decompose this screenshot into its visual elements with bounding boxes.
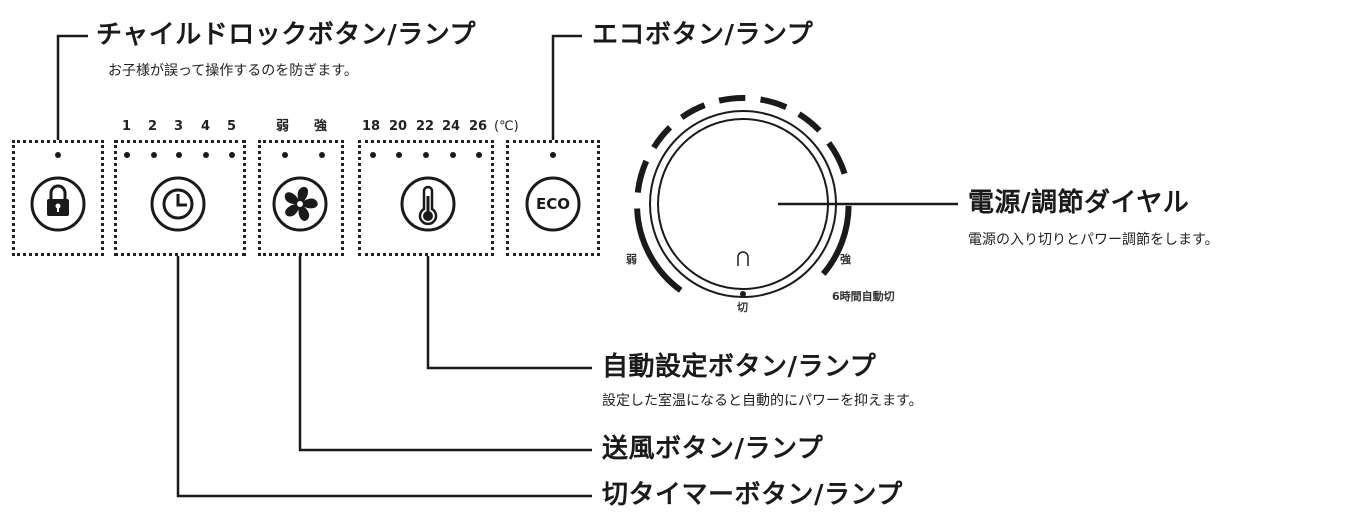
lamp-temp-24 [450,152,456,158]
thermometer-icon [418,185,438,226]
off-timer-button[interactable] [150,176,206,232]
fan-button[interactable] [272,176,328,232]
lamp-temp-20 [396,152,402,158]
lamp-child-lock [55,152,61,158]
child-lock-button[interactable] [30,176,86,232]
fan-scale-weak: 弱 [276,119,290,134]
dial-pointer [737,251,749,266]
fan-scale-strong: 強 [314,119,328,134]
lamp-eco [550,152,556,158]
temp-scale-22: 22 [416,119,435,134]
power-dial[interactable] [634,94,852,298]
timer-scale-4: 4 [201,119,211,134]
lamp-temp-18 [370,152,376,158]
timer-scale-1: 1 [122,119,132,134]
off-timer-unit [114,140,246,256]
dial-label-auto-off: 6時間自動切 [832,290,895,303]
temp-scale-18: 18 [362,119,381,134]
power-dial-desc: 電源の入り切りとパワー調節をします。 [968,232,1219,248]
lamp-temp-26 [476,152,482,158]
fan-leader [298,256,592,452]
temp-scale-unit: (℃) [494,119,519,134]
timer-scale-5: 5 [227,119,237,134]
fan-title: 送風ボタン/ランプ [602,434,824,464]
clock-icon [162,188,194,220]
auto-setting-leader [426,256,592,370]
child-lock-leader [56,34,88,140]
fan-icon [284,186,318,221]
lamp-timer-3 [176,152,182,158]
dial-inner-ring [657,118,829,290]
child-lock-unit [12,140,104,256]
lamp-timer-2 [151,152,157,158]
lock-icon [47,184,69,216]
child-lock-title: チャイルドロックボタン/ランプ [96,20,476,50]
dial-label-strong: 強 [840,253,851,266]
auto-setting-unit [358,140,494,256]
temp-scale-26: 26 [469,119,488,134]
eco-leader [551,34,582,140]
lamp-timer-5 [229,152,235,158]
eco-icon: ECO [535,195,570,213]
lamp-temp-22 [423,152,429,158]
off-timer-title: 切タイマーボタン/ランプ [602,480,903,510]
dial-label-weak: 弱 [626,253,637,266]
auto-setting-button[interactable] [400,176,456,232]
lamp-timer-4 [203,152,209,158]
dial-off-dot [740,291,746,297]
timer-scale-2: 2 [148,119,158,134]
eco-button[interactable] [525,176,581,232]
lamp-fan-strong [319,152,325,158]
temp-scale-24: 24 [442,119,461,134]
lamp-timer-1 [124,152,130,158]
dial-label-off: 切 [737,301,748,314]
child-lock-desc: お子様が誤って操作するのを防ぎます。 [108,63,358,79]
power-dial-title: 電源/調節ダイヤル [968,188,1190,218]
fan-unit [258,140,344,256]
off-timer-leader [176,256,592,498]
auto-setting-desc: 設定した室温になると自動的にパワーを抑えます。 [602,393,923,409]
timer-scale-3: 3 [174,119,184,134]
dial-scale-marks [634,94,852,293]
eco-title: エコボタン/ランプ [592,20,814,50]
lamp-fan-weak [282,152,288,158]
eco-unit [506,140,600,256]
auto-setting-title: 自動設定ボタン/ランプ [602,352,877,382]
temp-scale-20: 20 [389,119,408,134]
